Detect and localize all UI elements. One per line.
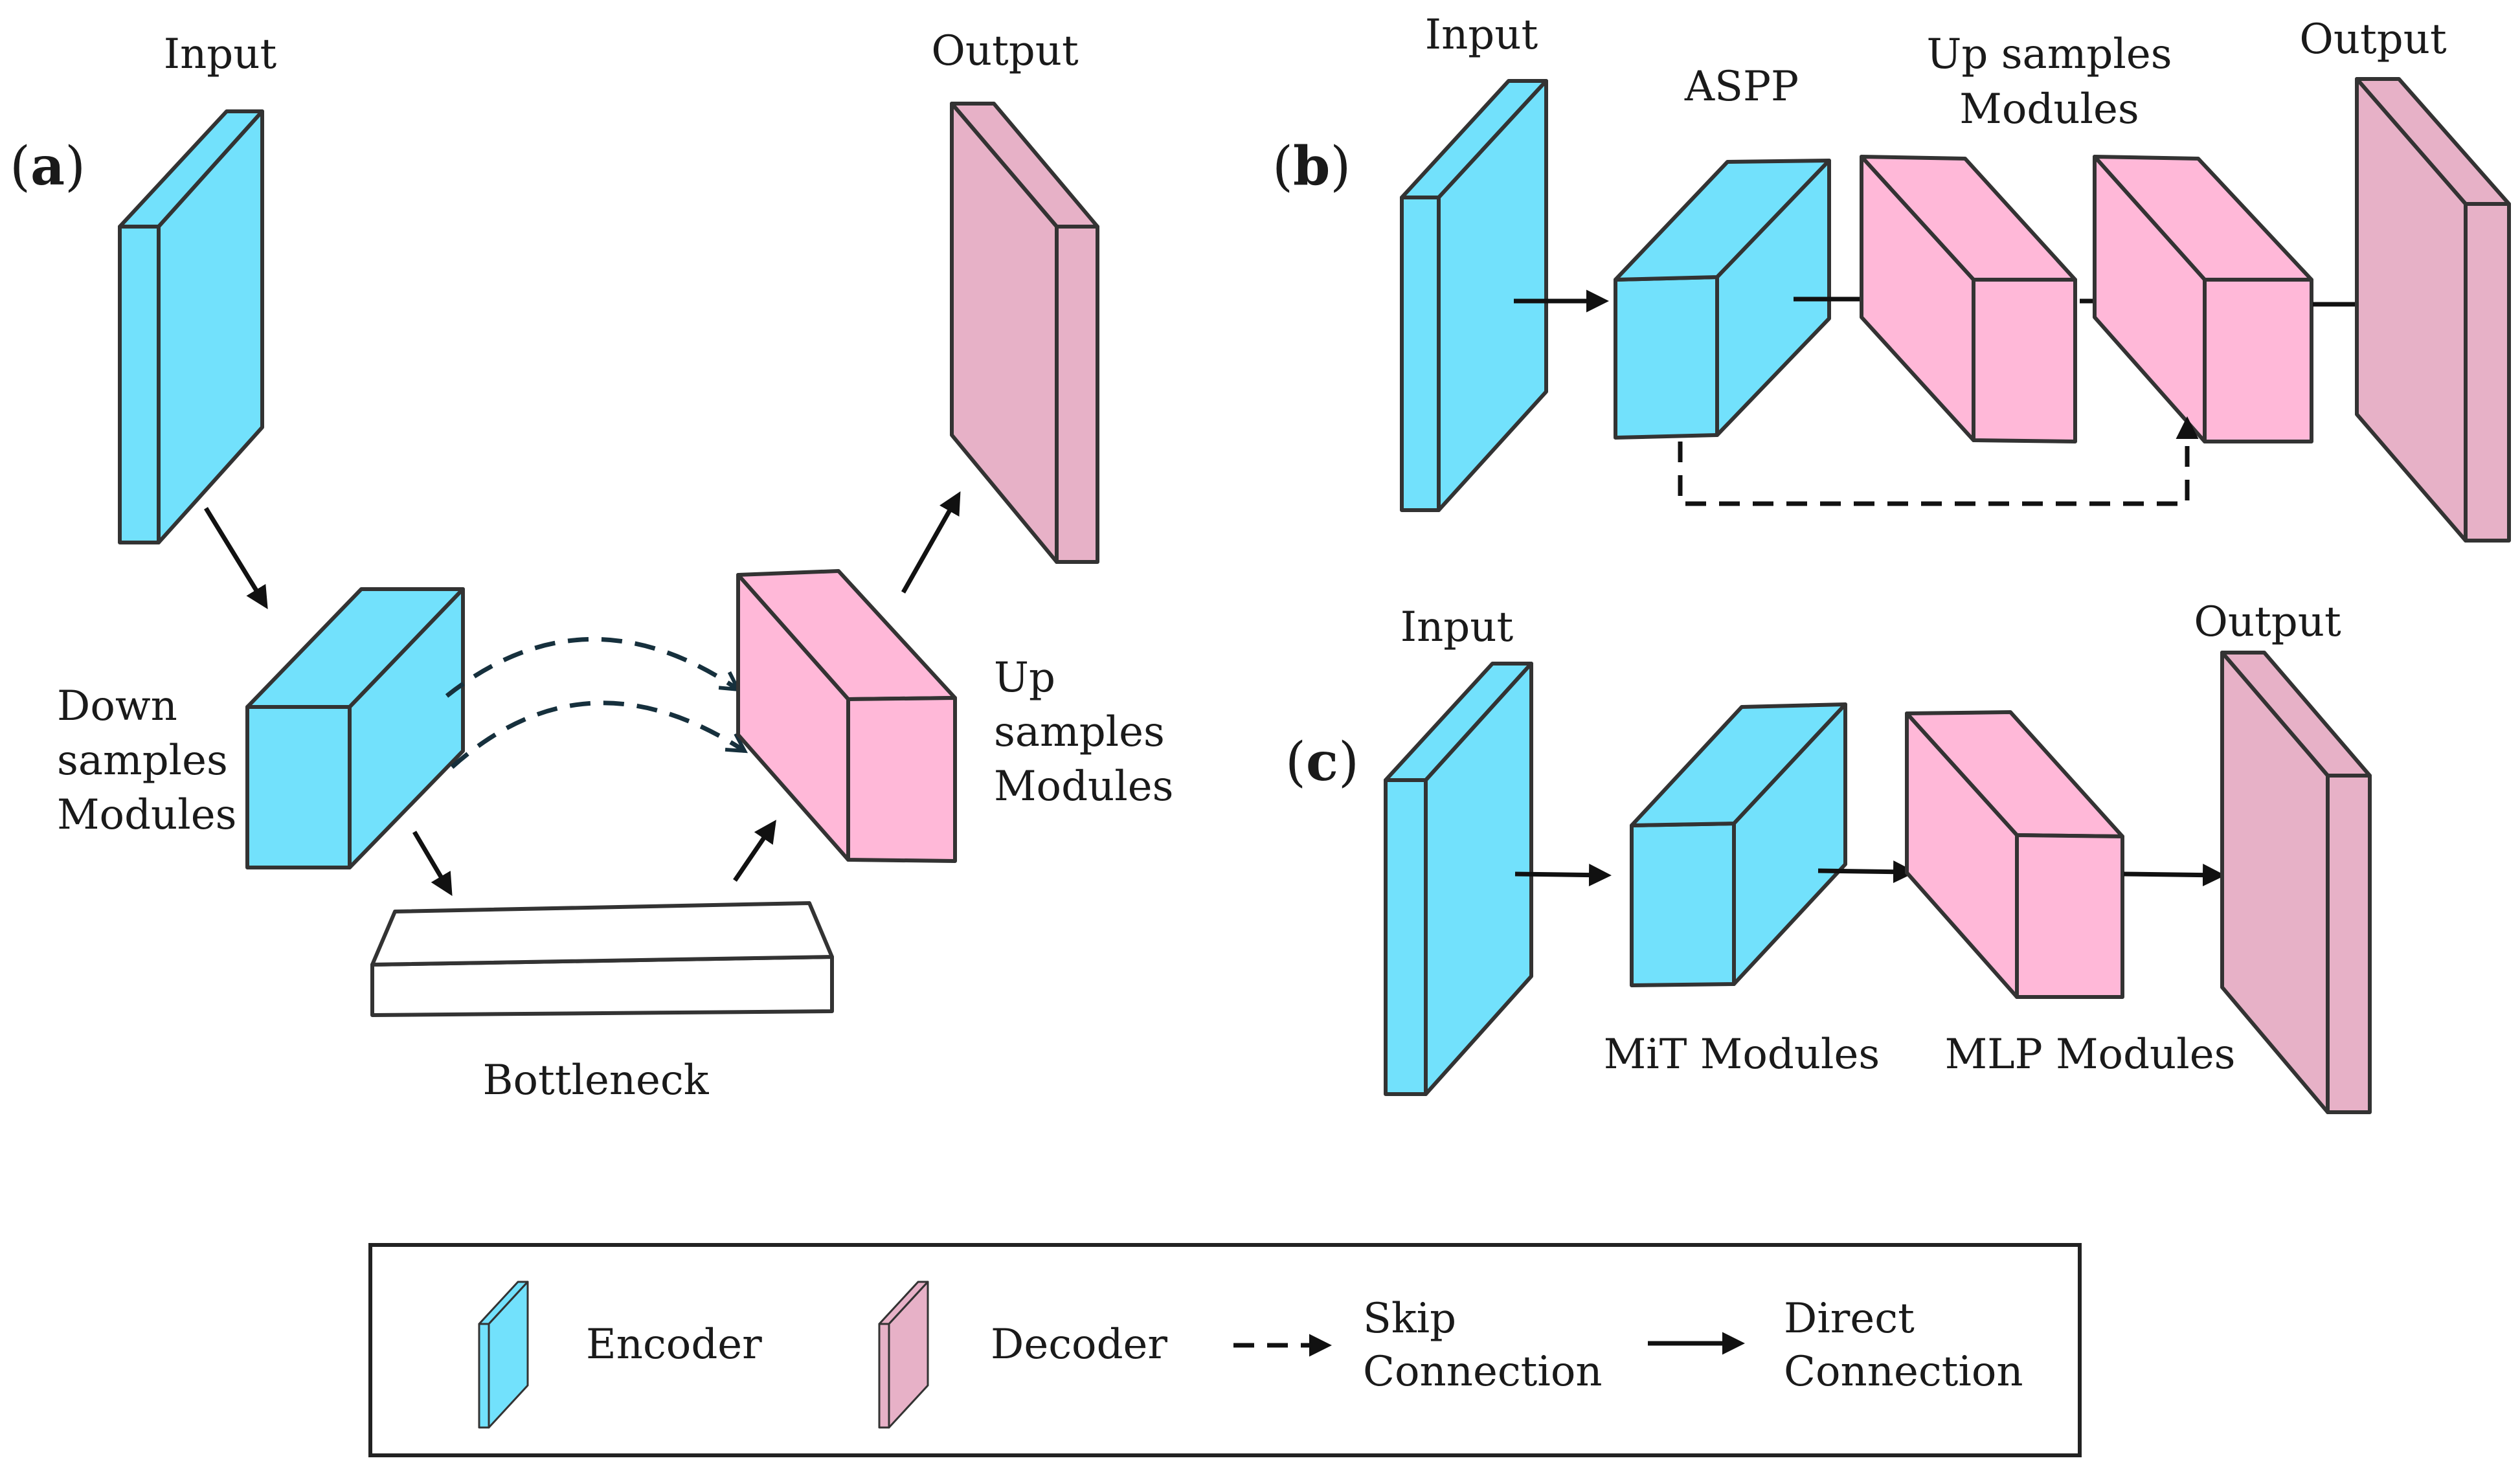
panel-a-arrow-down-bottleneck: [412, 831, 453, 897]
panel-a-down-label-2: samples: [57, 737, 228, 785]
panel-b-aspp-label: ASPP: [1684, 63, 1799, 111]
panel-a-skip-connection-upper: [445, 636, 738, 698]
panel-b-label: (b): [1272, 135, 1351, 197]
panel-b-up-label-2: Modules: [1959, 85, 2139, 133]
legend-encoder-label: Encoder: [586, 1321, 762, 1369]
legend-encoder-swatch: [478, 1281, 529, 1429]
panel-c-mlp-label: MLP Modules: [1945, 1031, 2236, 1079]
panel-c-mit-label: MiT Modules: [1604, 1031, 1880, 1079]
panel-b-input-plate: [1400, 79, 1548, 512]
panel-a-up-samples-cube: [736, 569, 957, 863]
panel-a-up-label-2: samples: [994, 708, 1165, 756]
panel-b-output-label: Output: [2299, 16, 2447, 63]
panel-c-input-plate: [1384, 662, 1533, 1096]
panel-a-label: (a): [10, 135, 85, 197]
legend-box: [368, 1243, 2082, 1457]
panel-a-up-label-1: Up: [994, 654, 1055, 702]
panel-c-mit-cube: [1630, 702, 1847, 987]
panel-a-input-label: Input: [164, 30, 277, 78]
legend-decoder-swatch: [878, 1281, 929, 1429]
panel-c-output-label: Output: [2194, 598, 2341, 646]
panel-c-label: (c): [1285, 731, 1359, 793]
panel-a-up-label-3: Modules: [994, 763, 1173, 811]
legend: Encoder Decoder Skip Connection Direct C…: [368, 1243, 2082, 1457]
panel-b-up-label-1: Up samples: [1926, 30, 2172, 78]
panel-c-arrow-input-mit: [1514, 864, 1612, 887]
panel-a-down-label-1: Down: [57, 682, 177, 730]
panel-b-output-plate: [2355, 77, 2511, 543]
panel-a-input-plate: [118, 109, 264, 544]
legend-decoder-label: Decoder: [991, 1321, 1167, 1369]
panel-a-bottleneck-block: [370, 901, 834, 1017]
panel-c: (c) Input MiT Modules MLP Modules Output: [1285, 598, 2372, 1114]
panel-a-output-plate: [950, 102, 1099, 564]
panel-a-skip-connection-lower: [450, 700, 745, 769]
panel-a-output-label: Output: [931, 27, 1079, 75]
panel-a-arrow-up-output: [901, 491, 961, 594]
panel-b-skip-connection: [1678, 416, 2199, 506]
panel-b-input-label: Input: [1425, 11, 1538, 59]
panel-b-aspp-cube: [1614, 159, 1831, 440]
panel-c-arrow-mit-mlp: [1817, 860, 1916, 884]
panel-b-up-samples-cube-1: [1860, 155, 2077, 443]
panel-a-arrow-input-down: [204, 507, 268, 609]
panel-c-output-plate: [2220, 651, 2372, 1114]
panel-a: (a) Input Down samples Modules Bottlen: [10, 27, 1173, 1104]
panel-c-mlp-cube: [1905, 710, 2124, 999]
legend-skip-label-2: Connection: [1363, 1348, 1603, 1396]
legend-skip-label-1: Skip: [1363, 1295, 1456, 1343]
panel-c-input-label: Input: [1401, 603, 1514, 651]
legend-direct-label-1: Direct: [1784, 1295, 1915, 1343]
panel-a-down-samples-cube: [245, 587, 465, 869]
panel-b-up-samples-cube-2: [2093, 155, 2313, 443]
panel-a-down-label-3: Modules: [57, 791, 236, 839]
panel-c-arrow-mlp-output: [2123, 864, 2225, 887]
panel-b: (b) Input ASPP Up samples Modules: [1272, 11, 2511, 543]
panel-a-arrow-bottleneck-up: [733, 820, 776, 882]
legend-direct-label-2: Connection: [1784, 1348, 2023, 1396]
panel-a-bottleneck-label: Bottleneck: [482, 1057, 709, 1104]
